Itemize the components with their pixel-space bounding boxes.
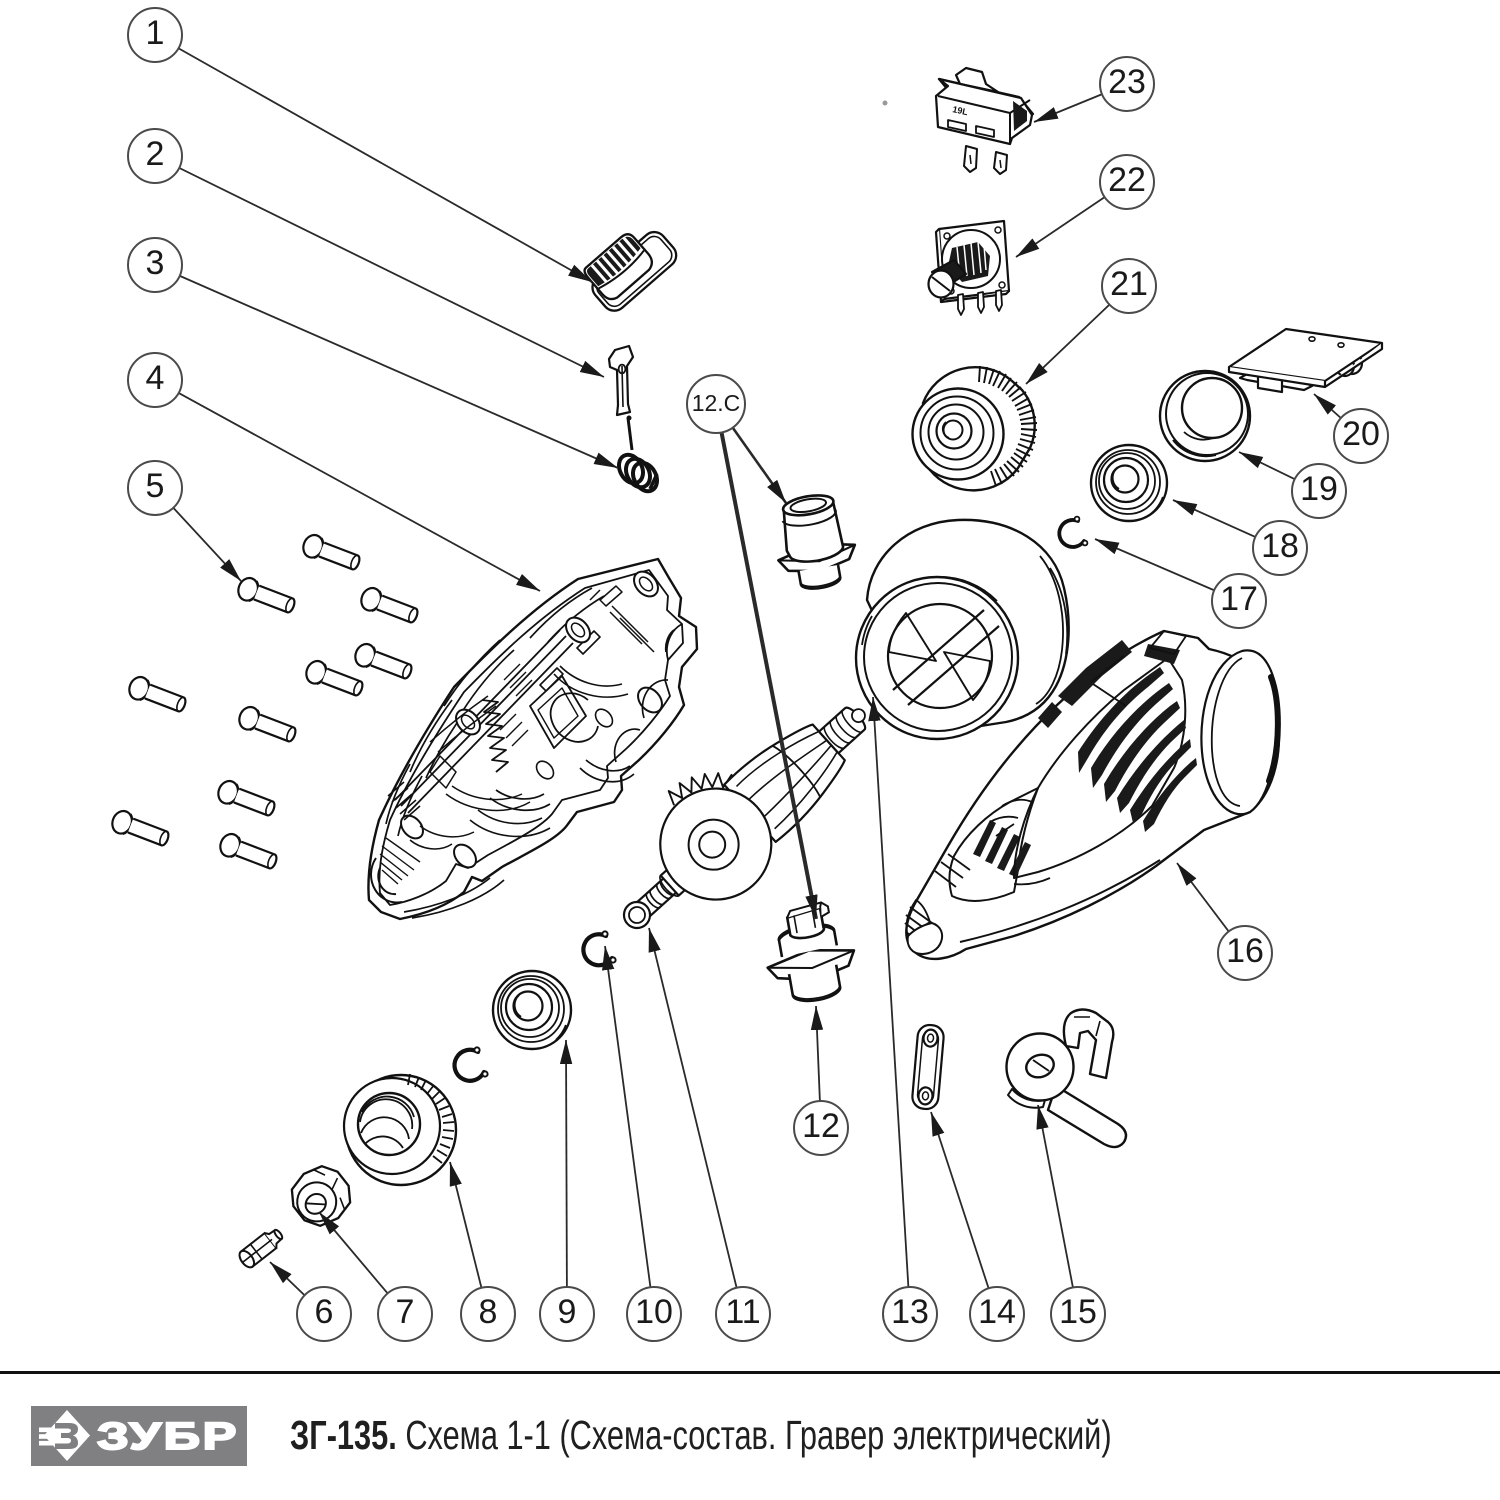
- svg-text:ЗУБР: ЗУБР: [97, 1416, 239, 1458]
- svg-text:12.C: 12.C: [692, 390, 741, 416]
- svg-text:12: 12: [802, 1107, 840, 1145]
- svg-text:6: 6: [315, 1293, 334, 1331]
- svg-text:17: 17: [1220, 580, 1258, 618]
- svg-text:4: 4: [146, 359, 165, 397]
- svg-text:9: 9: [558, 1293, 577, 1331]
- svg-text:11: 11: [725, 1293, 760, 1331]
- svg-text:14: 14: [978, 1293, 1016, 1331]
- svg-text:19L: 19L: [952, 104, 970, 117]
- svg-text:15: 15: [1059, 1293, 1097, 1331]
- svg-text:2: 2: [146, 135, 165, 173]
- svg-text:19: 19: [1300, 470, 1338, 508]
- svg-text:23: 23: [1108, 63, 1146, 101]
- svg-text:16: 16: [1226, 932, 1264, 970]
- svg-text:7: 7: [396, 1293, 415, 1331]
- svg-text:13: 13: [891, 1293, 929, 1331]
- svg-text:5: 5: [146, 467, 165, 505]
- svg-text:18: 18: [1261, 527, 1299, 565]
- svg-text:3: 3: [146, 244, 165, 282]
- svg-text:8: 8: [479, 1293, 498, 1331]
- svg-text:10: 10: [635, 1293, 673, 1331]
- svg-text:1: 1: [146, 14, 165, 52]
- svg-text:22: 22: [1108, 161, 1146, 199]
- svg-text:20: 20: [1342, 415, 1380, 453]
- svg-text:21: 21: [1110, 265, 1148, 303]
